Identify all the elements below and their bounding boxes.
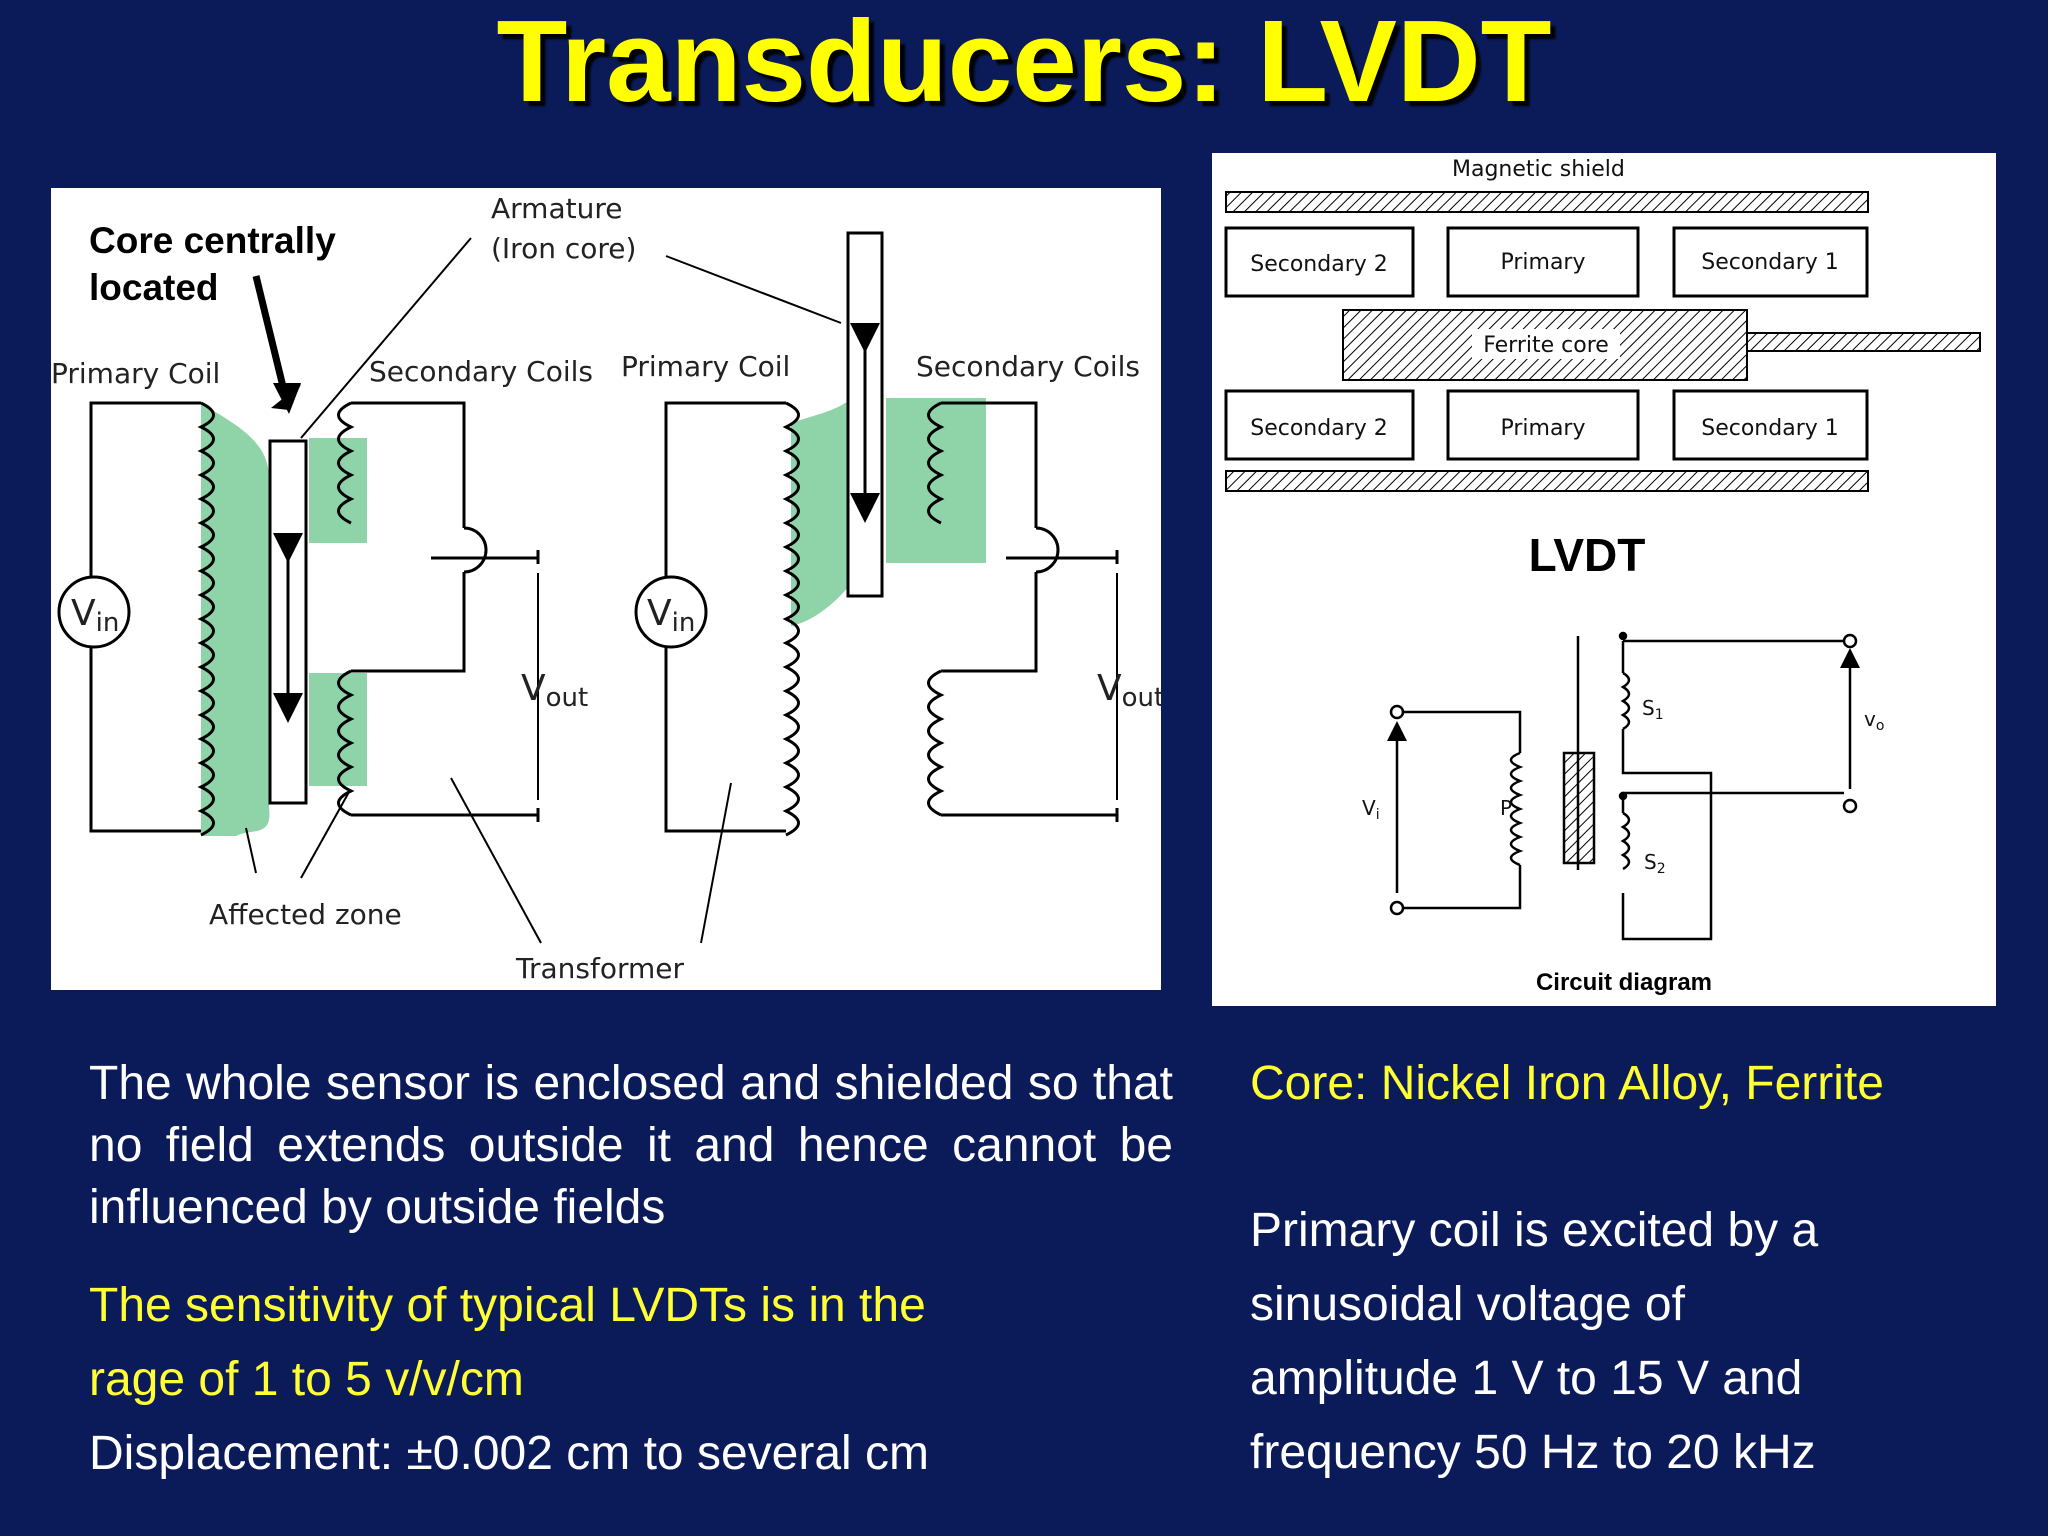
displacement-line: Displacement: ±0.002 cm to several cm: [89, 1427, 929, 1480]
affected-zone-primary-right: [791, 386, 861, 626]
page-title: Transducers: LVDT: [496, 0, 1552, 126]
magnetic-shield-bottom: [1225, 470, 1869, 492]
core-callout-line-1: Core centrally: [89, 220, 336, 261]
vi-label: Vi: [1362, 796, 1380, 823]
vo-label: vo: [1864, 707, 1884, 734]
shielding-paragraph: The whole sensor is enclosed and shielde…: [89, 1057, 1173, 1234]
vout-label-right: Vout: [1097, 668, 1161, 713]
secondary-coils-label-left: Secondary Coils: [369, 355, 593, 388]
secondary-2-bottom-label: Secondary 2: [1250, 416, 1388, 441]
excitation-line-3: amplitude 1 V to 15 V and: [1250, 1352, 1803, 1405]
excitation-line-4: frequency 50 Hz to 20 kHz: [1250, 1426, 1816, 1479]
sensitivity-line-1: The sensitivity of typical LVDTs is in t…: [89, 1279, 926, 1332]
primary-top-label: Primary: [1500, 250, 1585, 275]
secondary-2-top-label: Secondary 2: [1250, 252, 1388, 277]
s1-label: S1: [1642, 696, 1664, 723]
core-callout-line-2: located: [89, 267, 219, 308]
excitation-line-1: Primary coil is excited by a: [1250, 1204, 1819, 1257]
lvdt-principle-diagram: Core centrally located Armature (Iron co…: [51, 188, 1161, 990]
secondary-1-top-label: Secondary 1: [1701, 250, 1839, 275]
secondary-1-bottom-label: Secondary 1: [1701, 416, 1839, 441]
s2-label: S2: [1644, 850, 1666, 877]
affected-zone-primary-left: [201, 403, 270, 836]
magnetic-shield-top: [1225, 191, 1869, 213]
affected-zone-label: Affected zone: [209, 898, 402, 931]
primary-coil-label-right: Primary Coil: [621, 350, 790, 383]
p-label: P: [1500, 796, 1512, 820]
vin-label-right: Vin: [647, 593, 695, 638]
core-rod: [1746, 332, 1981, 352]
lvdt-construction-diagram: Magnetic shield Secondary 2 Primary Seco…: [1212, 153, 1996, 1006]
armature-label: Armature: [491, 192, 622, 225]
vout-label-left: Vout: [521, 668, 588, 713]
circuit-diagram-caption: Circuit diagram: [1536, 969, 1712, 996]
excitation-line-2: sinusoidal voltage of: [1250, 1278, 1685, 1331]
ferrite-core-label: Ferrite core: [1483, 333, 1609, 358]
sensitivity-line-2: rage of 1 to 5 v/v/cm: [89, 1353, 524, 1406]
primary-bottom-label: Primary: [1500, 416, 1585, 441]
primary-coil-label-left: Primary Coil: [51, 357, 220, 390]
secondary-coils-label-right: Secondary Coils: [916, 350, 1140, 383]
iron-core-label: (Iron core): [491, 232, 636, 265]
lvdt-label: LVDT: [1529, 529, 1646, 581]
transformer-label: Transformer: [515, 952, 685, 985]
vin-label-left: Vin: [71, 593, 119, 638]
magnetic-shield-label: Magnetic shield: [1452, 157, 1625, 182]
core-material-line: Core: Nickel Iron Alloy, Ferrite: [1250, 1057, 1884, 1110]
